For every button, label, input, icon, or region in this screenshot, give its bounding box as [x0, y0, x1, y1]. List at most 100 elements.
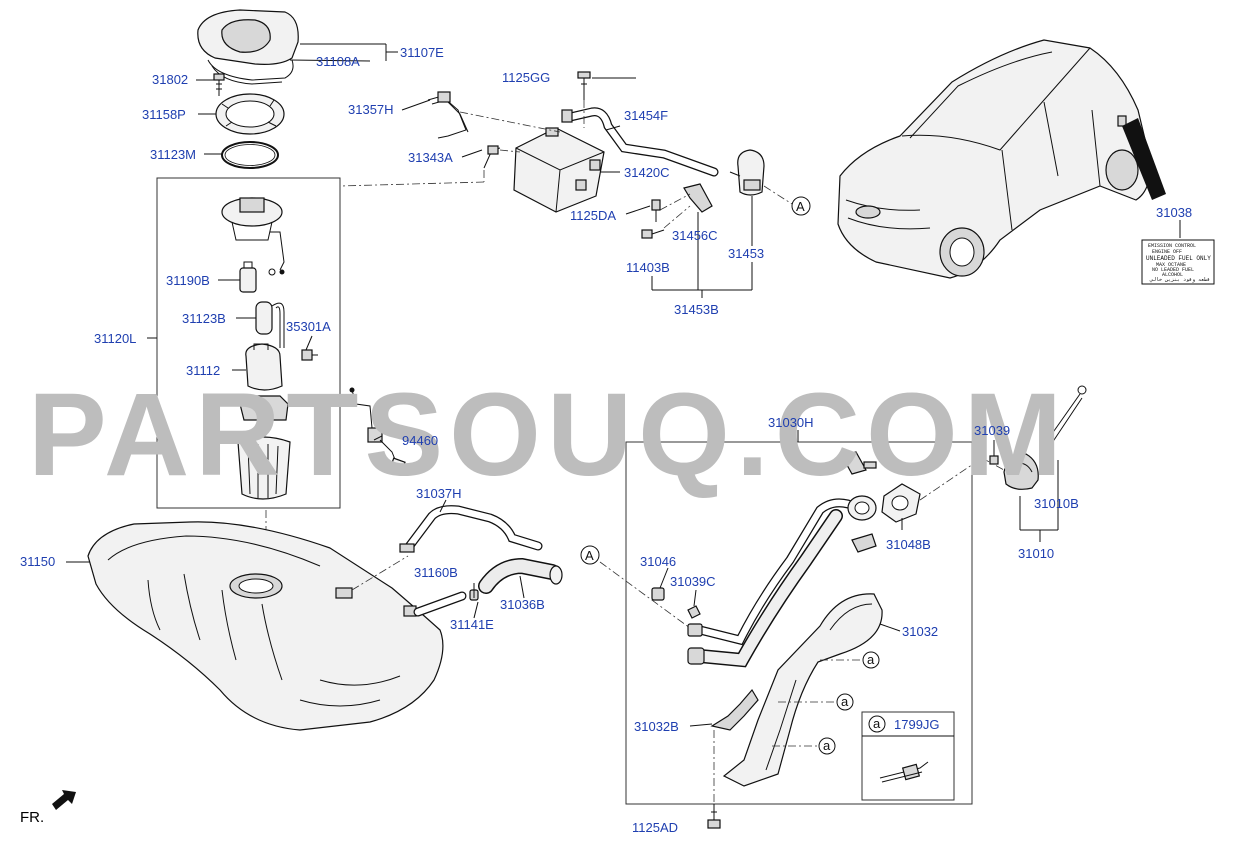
callout-A-lower-circle [580, 545, 600, 565]
callout-A-upper: A [796, 199, 805, 214]
label-31032B[interactable]: 31032B [634, 719, 679, 734]
label-31108A[interactable]: 31108A [316, 54, 360, 69]
vapor-tube-drawing [399, 505, 543, 553]
label-35301A[interactable]: 35301A [286, 319, 331, 334]
drawing-layer [66, 9, 1215, 829]
label-31158P[interactable]: 31158P [142, 107, 186, 122]
gasket-31048B-drawing [881, 483, 921, 523]
label-31141E[interactable]: 31141E [450, 617, 494, 632]
fuel-tank-drawing [87, 521, 444, 731]
label-31150[interactable]: 31150 [20, 554, 55, 569]
bolt-1125AD-drawing [707, 804, 721, 829]
label-31039C[interactable]: 31039C [670, 574, 716, 589]
label-31120L[interactable]: 31120L [94, 331, 136, 346]
label-31037H[interactable]: 31037H [416, 486, 462, 501]
label-31107E[interactable]: 31107E [400, 45, 444, 60]
label-31123B[interactable]: 31123B [182, 311, 226, 326]
filler-neck-tubes-drawing [687, 451, 877, 668]
label-1125GG[interactable]: 1125GG [502, 70, 550, 85]
bracket-drawing [683, 183, 713, 213]
label-31456C[interactable]: 31456C [672, 228, 718, 243]
label-31032[interactable]: 31032 [902, 624, 938, 639]
bolt-1125GG-drawing [577, 71, 591, 100]
label-31160B[interactable]: 31160B [414, 565, 458, 580]
o-ring-drawing [221, 141, 279, 169]
label-31112[interactable]: 31112 [186, 363, 220, 378]
label-94460[interactable]: 94460 [402, 433, 438, 448]
callout-a-3: a [823, 738, 831, 753]
label-31802[interactable]: 31802 [152, 72, 188, 87]
label-31453[interactable]: 31453 [728, 246, 764, 261]
label-31030H[interactable]: 31030H [768, 415, 814, 430]
fuel-label-line-6: ALCOHOL [1162, 272, 1183, 278]
pump-filter-drawing [237, 395, 291, 500]
pump-assembly-frame [156, 177, 341, 509]
label-1125DA[interactable]: 1125DA [570, 208, 616, 223]
label-11403B[interactable]: 11403B [626, 260, 670, 275]
label-31010[interactable]: 31010 [1018, 546, 1054, 561]
legend-a: a [873, 716, 881, 731]
label-1125AD[interactable]: 1125AD [632, 820, 678, 835]
fuel-pump-motor-drawing [255, 301, 285, 348]
fuel-label-line-5: NO LEADED FUEL [1152, 267, 1194, 273]
callout-A-lower: A [585, 548, 594, 563]
part-31039C-drawing [687, 605, 701, 619]
hose-31160B-drawing [413, 589, 479, 617]
sender-35301A-drawing [301, 349, 318, 361]
clip-1799JG-drawing [879, 761, 929, 783]
fuel-label-text: EMISSION CONTROL ENGINE OFF UNLEADED FUE… [1146, 243, 1211, 283]
callout-A-upper-circle [791, 196, 811, 216]
vapor-lines-drawing [427, 91, 501, 169]
label-31046[interactable]: 31046 [640, 554, 676, 569]
label-1799JG[interactable]: 1799JG [894, 717, 940, 732]
filler-hose-drawing [478, 557, 563, 594]
part-31046-drawing [651, 587, 665, 601]
filler-pipe-drawing [722, 593, 883, 787]
pump-flange-drawing [221, 197, 285, 275]
callout-a-2: a [841, 694, 849, 709]
leader-lines [196, 43, 995, 727]
bolt-1125DA-drawing [651, 199, 661, 222]
lock-ring-drawing [215, 93, 285, 135]
label-31420C[interactable]: 31420C [624, 165, 670, 180]
clip-legend-frame [861, 711, 955, 801]
label-31357H[interactable]: 31357H [348, 102, 394, 117]
legend-a-circle [868, 715, 886, 733]
filler-neck-frame [625, 441, 973, 805]
fuel-label-drawing [1141, 239, 1215, 285]
callout-a-1: a [867, 652, 875, 667]
fuel-level-sensor-drawing [349, 387, 406, 471]
bolt-11403B-drawing [641, 229, 665, 239]
pump-cover-drawing [197, 9, 299, 85]
label-31453B[interactable]: 31453B [674, 302, 719, 317]
fuel-label-line-3: UNLEADED FUEL ONLY [1146, 255, 1211, 262]
pressure-regulator-drawing [239, 261, 276, 293]
label-31454F[interactable]: 31454F [624, 108, 668, 123]
callout-a-3-circle [818, 737, 836, 755]
fuel-label-line-1: EMISSION CONTROL [1148, 243, 1196, 249]
front-direction-indicator: FR. [20, 790, 76, 826]
label-31123M[interactable]: 31123M [150, 147, 196, 162]
callout-a-2-circle [836, 693, 854, 711]
bracket-31032B-drawing [710, 688, 759, 731]
fuel-label-line-4: MAX OCTANE [1156, 262, 1186, 268]
reservoir-cup-drawing [245, 343, 283, 391]
bolt-31802-drawing [213, 73, 225, 96]
vehicle-drawing [837, 39, 1166, 279]
watermark: PARTSOUQ.COM [28, 369, 1068, 501]
label-31190B[interactable]: 31190B [166, 273, 210, 288]
front-arrow-icon [52, 790, 76, 810]
label-31048B[interactable]: 31048B [886, 537, 931, 552]
label-31038[interactable]: 31038 [1156, 205, 1192, 220]
fuel-label-line-7: قطعه وقود بنزين خالي [1149, 277, 1210, 283]
fuel-label-line-2: ENGINE OFF [1152, 249, 1182, 255]
vent-hose-drawing [561, 107, 719, 177]
callout-a-1-circle [862, 651, 880, 669]
label-31036B[interactable]: 31036B [500, 597, 545, 612]
label-31039[interactable]: 31039 [974, 423, 1010, 438]
label-31010B[interactable]: 31010B [1034, 496, 1079, 511]
canister-filter-drawing [729, 149, 765, 196]
part-labels: 31107E 31108A 31802 31158P 31123M 31120L… [20, 45, 1192, 835]
label-31343A[interactable]: 31343A [408, 150, 453, 165]
